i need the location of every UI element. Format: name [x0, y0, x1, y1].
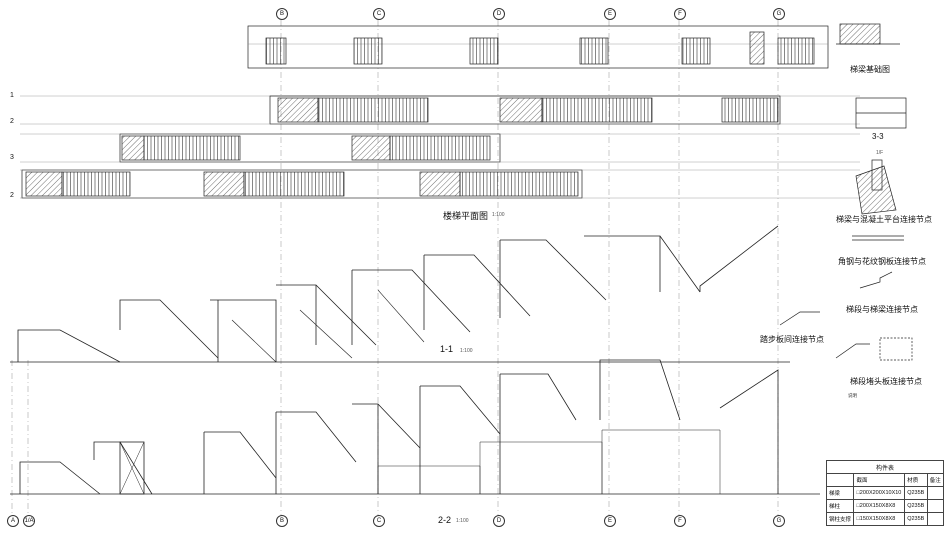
section-1-1-scale: 1:100	[460, 348, 473, 354]
table-header: 截面	[853, 473, 906, 487]
axis-tag-b: B	[276, 8, 288, 20]
table-cell: 梯柱	[825, 499, 855, 513]
section-1-1-title: 1-1	[440, 344, 454, 354]
axis-tag-1a-bottom: 1/A	[23, 515, 35, 527]
detail-tread-title: 踏步板间连接节点	[760, 335, 824, 344]
section-2-2-title: 2-2	[438, 515, 452, 525]
table-row: 钢柱支撑 □150X150X8X8 Q235B	[825, 512, 945, 526]
detail-33-title: 3-3	[872, 132, 884, 141]
axis-tag-b-bottom: B	[276, 515, 288, 527]
axis-tag-d-bottom: D	[493, 515, 505, 527]
section-2-2	[10, 359, 820, 495]
row-label-2: 2	[10, 118, 14, 125]
plan-scale: 1:100	[492, 212, 505, 218]
axis-tag-a-bottom: A	[7, 515, 19, 527]
axis-tag-g: G	[773, 8, 785, 20]
axis-tag-f-bottom: F	[674, 515, 686, 527]
slope-symbol: 1/F	[876, 150, 884, 156]
plan-row-2	[20, 133, 860, 163]
plan-row-3	[20, 169, 860, 199]
section-2-2-scale: 1:100	[456, 518, 469, 524]
table-cell: □200X200X10X10	[853, 486, 906, 500]
table-cell: □200X150X8X8	[853, 499, 906, 513]
table-cell: Q235B	[904, 499, 928, 513]
plan-row-1	[20, 95, 860, 125]
row-label-4: 2	[10, 192, 14, 199]
axis-tag-f: F	[674, 8, 686, 20]
table-cell	[926, 512, 945, 526]
axis-tag-c-bottom: C	[373, 515, 385, 527]
plan-top-strip	[247, 25, 829, 69]
table-cell: Q235B	[904, 486, 928, 500]
table-cell: Q235B	[904, 512, 928, 526]
axis-tag-e-bottom: E	[604, 515, 616, 527]
axis-tag-g-bottom: G	[773, 515, 785, 527]
table-cell: 梯梁	[825, 486, 855, 500]
detail-end-title: 梯段堵头板连接节点	[850, 377, 922, 386]
plan-title: 楼梯平面图	[443, 211, 489, 221]
table-header: 材质	[904, 473, 928, 487]
axis-tag-e: E	[604, 8, 616, 20]
material-table: 构件表 截面 材质 备注 梯梁 □200X200X10X10 Q235B 梯柱 …	[825, 460, 945, 526]
axis-tag-c: C	[373, 8, 385, 20]
detail-angle-title: 角钢与花纹钢板连接节点	[838, 257, 926, 266]
details-column	[779, 23, 913, 361]
table-cell: □150X150X8X8	[853, 512, 906, 526]
axis-tag-d: D	[493, 8, 505, 20]
detail-concrete-title: 梯梁与混凝土平台连接节点	[836, 215, 932, 224]
table-cell	[926, 499, 945, 513]
table-header	[825, 473, 855, 487]
material-table-title: 构件表	[826, 460, 944, 474]
table-row: 梯柱 □200X150X8X8 Q235B	[825, 499, 945, 513]
table-header: 备注	[926, 473, 945, 487]
detail-base-title: 梯梁基础图	[850, 65, 890, 74]
notes-heading: 说明	[848, 393, 857, 398]
table-cell: 钢柱支撑	[825, 512, 855, 526]
row-label-1: 1	[10, 92, 14, 99]
table-row: 梯梁 □200X200X10X10 Q235B	[825, 486, 945, 500]
section-1-1	[10, 225, 790, 363]
general-notes: 说明	[848, 392, 944, 400]
row-label-3: 3	[10, 154, 14, 161]
table-cell	[926, 486, 945, 500]
detail-beam-title: 梯段与梯梁连接节点	[846, 305, 918, 314]
